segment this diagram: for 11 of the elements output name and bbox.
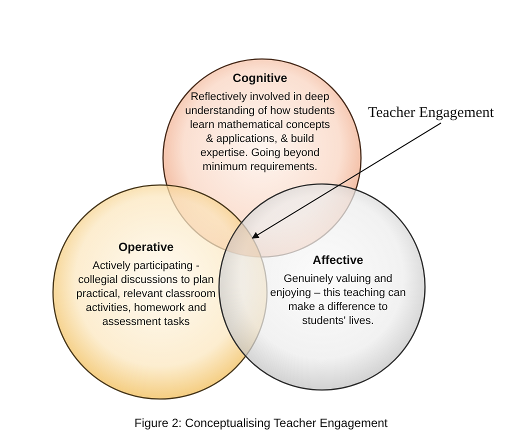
circle-title: Operative [118, 240, 174, 255]
callout-label: Teacher Engagement [368, 104, 494, 122]
circle-description: Genuinely valuing and enjoying – this teaching can make a difference to students' lives. [269, 272, 407, 328]
figure-caption: Figure 2: Conceptualising Teacher Engagement [134, 416, 388, 431]
leader-line [252, 122, 442, 239]
circle-title: Cognitive [232, 71, 288, 86]
overlap-region [226, 222, 261, 257]
circle-description: Actively participating - collegial discussions to plan practical, relevant classroom activities, homework and assessment tasks [75, 259, 217, 329]
venn-circle [218, 183, 426, 391]
circle-title: Affective [312, 253, 364, 268]
circle-description: Reflectively involved in deep understanding of how students learn mathematical concepts & applications, & build expertise. Going beyond minimum requirements. [185, 90, 335, 174]
